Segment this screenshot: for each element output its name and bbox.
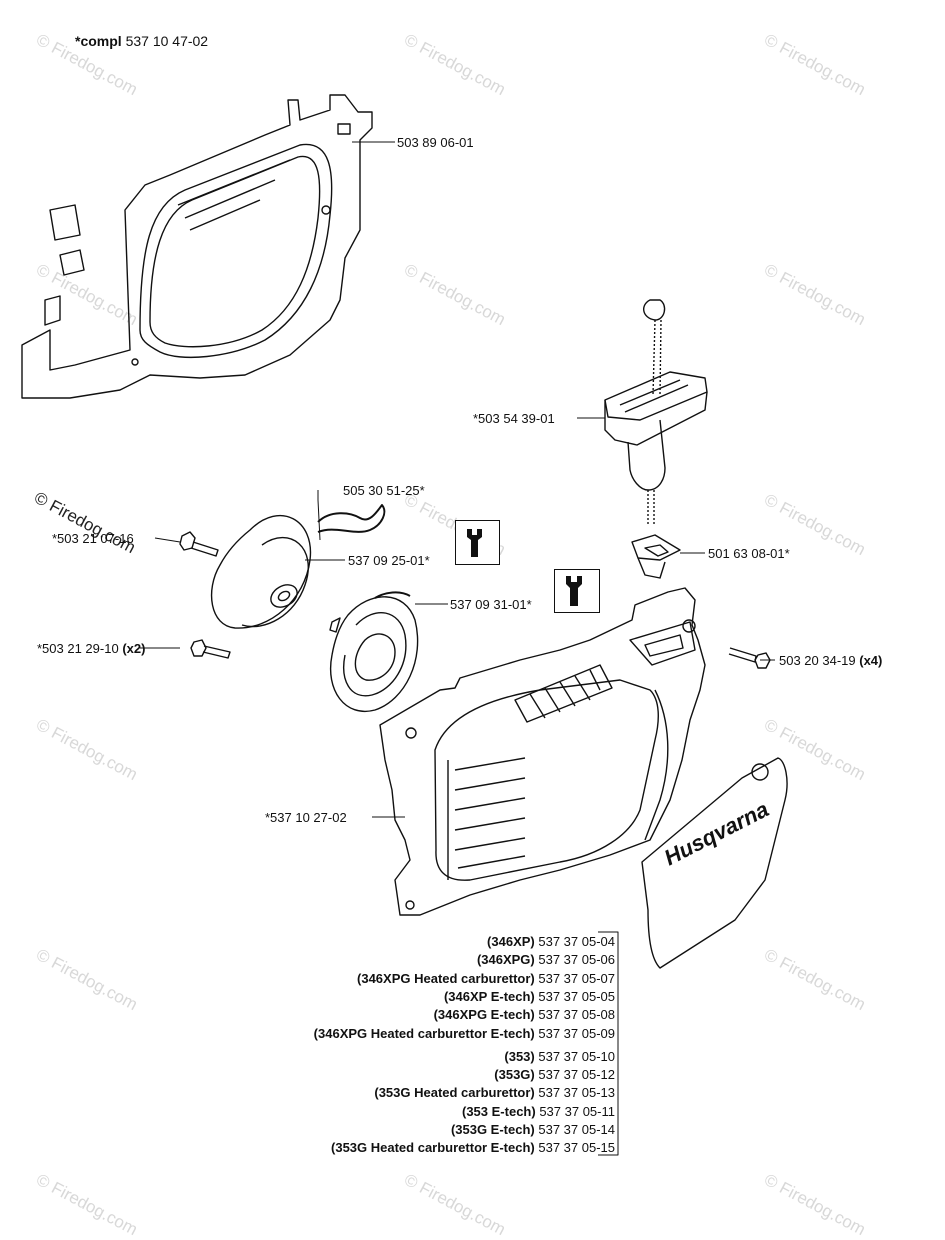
model-part-number: 537 37 05-12 xyxy=(538,1067,615,1083)
part-label: 501 63 08-01* xyxy=(708,546,790,561)
model-row: (353G E-tech) 537 37 05-14 xyxy=(451,1122,615,1138)
model-row: (346XPG E-tech) 537 37 05-08 xyxy=(434,1007,615,1023)
model-part-number: 537 37 05-11 xyxy=(539,1103,615,1119)
model-row: (353G Heated carburettor E-tech) 537 37 … xyxy=(331,1140,615,1156)
part-label: 503 89 06-01 xyxy=(397,135,474,150)
model-part-number: 537 37 05-15 xyxy=(538,1140,615,1156)
model-name: (353G Heated carburettor) xyxy=(374,1085,535,1101)
leader-lines xyxy=(140,141,775,1156)
part-label-qty: 503 20 34-19 (x4) xyxy=(779,653,883,668)
model-part-number: 537 37 05-14 xyxy=(538,1122,615,1137)
model-name: (353 E-tech) xyxy=(462,1103,536,1119)
model-name: (346XPG) xyxy=(476,952,535,968)
starter-handle xyxy=(604,299,708,525)
wrench-icon xyxy=(467,529,482,557)
part-label-qty: *503 21 29-10 (x2) xyxy=(37,641,146,656)
part-label: 537 09 31-01* xyxy=(450,597,532,612)
model-part-number: 537 37 05-05 xyxy=(538,988,615,1004)
part-label: *503 21 07-16 xyxy=(52,531,134,546)
model-row: (353 E-tech) 537 37 05-11 xyxy=(462,1104,615,1120)
wrench-icon xyxy=(566,576,582,606)
model-name: (346XPG Heated carburettor E-tech) xyxy=(313,1025,535,1041)
model-row: (346XPG Heated carburettor) 537 37 05-07 xyxy=(357,971,615,987)
model-row: (346XP) 537 37 05-04 xyxy=(487,934,615,950)
rope-guide xyxy=(631,534,681,579)
part-label: 505 30 51-25* xyxy=(343,483,425,498)
model-name: (346XP E-tech) xyxy=(443,988,535,1004)
tool-icon-box xyxy=(455,520,500,565)
model-name: (346XPG Heated carburettor) xyxy=(357,970,535,986)
model-name: (353) xyxy=(504,1048,535,1064)
housing-part xyxy=(21,94,373,399)
model-part-number: 537 37 05-10 xyxy=(538,1048,615,1064)
model-name: (346XP) xyxy=(487,934,535,949)
model-row: (346XP E-tech) 537 37 05-05 xyxy=(444,989,615,1005)
bolts xyxy=(179,531,771,669)
model-row: (353G Heated carburettor) 537 37 05-13 xyxy=(374,1085,615,1101)
model-part-number: 537 37 05-07 xyxy=(538,970,615,986)
model-name: (353G) xyxy=(494,1067,535,1083)
model-name: (353G Heated carburettor E-tech) xyxy=(331,1140,535,1156)
starter-cover xyxy=(379,587,706,916)
model-part-number: 537 37 05-09 xyxy=(538,1025,615,1041)
tool-icon-box xyxy=(554,569,600,613)
model-row: (346XPG) 537 37 05-06 xyxy=(477,952,615,968)
compl-label: *compl 537 10 47-02 xyxy=(75,33,209,49)
spring-cassette xyxy=(329,591,419,713)
part-label: *537 10 27-02 xyxy=(265,810,347,825)
model-name: (346XPG E-tech) xyxy=(433,1007,535,1023)
model-part-number: 537 37 05-06 xyxy=(538,952,615,968)
model-name: (353G E-tech) xyxy=(450,1122,535,1137)
parts-diagram xyxy=(21,94,788,1156)
model-part-number: 537 37 05-08 xyxy=(538,1007,615,1023)
model-row: (353G) 537 37 05-12 xyxy=(494,1067,615,1083)
model-row: (353) 537 37 05-10 xyxy=(504,1049,615,1065)
part-label: 537 09 25-01* xyxy=(348,553,430,568)
starter-pulley xyxy=(210,504,386,629)
husqvarna-decal xyxy=(641,757,788,969)
part-label: *503 54 39-01 xyxy=(473,411,555,426)
model-row: (346XPG Heated carburettor E-tech) 537 3… xyxy=(314,1026,615,1042)
model-part-number: 537 37 05-04 xyxy=(538,934,615,949)
model-part-number: 537 37 05-13 xyxy=(538,1085,615,1101)
